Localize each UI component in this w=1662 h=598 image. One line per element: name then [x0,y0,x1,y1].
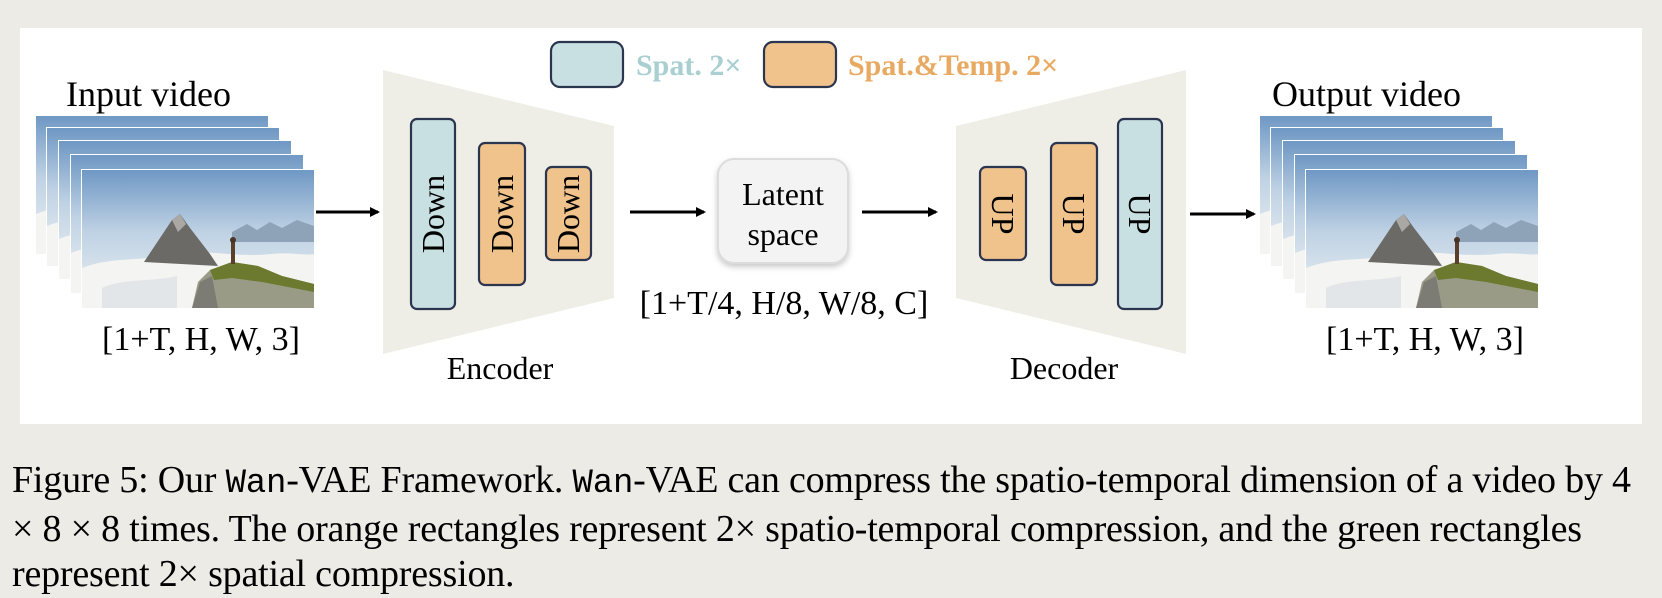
decoder-up-block-1 [978,165,1028,262]
decoder-up-label-2: UP [1056,194,1092,235]
decoder-label: Decoder [1010,350,1119,386]
decoder-up-label-3: UP [1122,194,1158,235]
caption-text-3: -VAE can compress the spatio-temporal di… [12,459,1631,595]
encoder-down-label-2: Down [484,175,520,253]
latent-space-label-line1: Latent [742,176,824,212]
encoder-down-block-2 [477,141,527,287]
latent-shape-label: [1+T/4, H/8, W/8, C] [640,285,929,322]
caption-code-wan-1: Wan [225,465,287,503]
input-shape-label: [1+T, H, W, 3] [102,321,300,358]
encoder-down-label-1: Down [415,175,451,253]
decoder-up-block-3 [1116,117,1164,311]
legend-spatial-label: Spat. 2× [636,49,741,82]
legend-spatiotemporal-swatch [762,40,838,89]
output-video-title: Output video [1272,74,1461,114]
figure-caption: Figure 5: Our Wan-VAE Framework. Wan-VAE… [12,458,1652,597]
decoder-up-label-1: UP [985,194,1021,235]
latent-space-box [717,158,849,264]
decoder-up-block-2 [1049,141,1099,287]
output-shape-label: [1+T, H, W, 3] [1326,321,1524,358]
caption-code-wan-2: Wan [572,465,634,503]
encoder-down-label-3: Down [550,175,586,253]
encoder-down-block-1 [409,117,457,311]
caption-text-1: Figure 5: Our [12,459,226,501]
caption-text-2: -VAE Framework. [286,459,573,501]
legend-spatial-swatch [549,40,625,89]
output-video-frames [1259,115,1539,309]
vae-framework-diagram: Spat. 2× Spat.&Temp. 2× Input video [1+T… [20,28,1642,424]
encoder-label: Encoder [447,350,554,386]
input-video-title: Input video [66,74,231,114]
latent-space-label-line2: space [747,216,818,252]
legend-spatiotemporal-label: Spat.&Temp. 2× [848,49,1058,82]
input-video-frames [35,115,315,309]
encoder-down-block-3 [544,165,593,262]
